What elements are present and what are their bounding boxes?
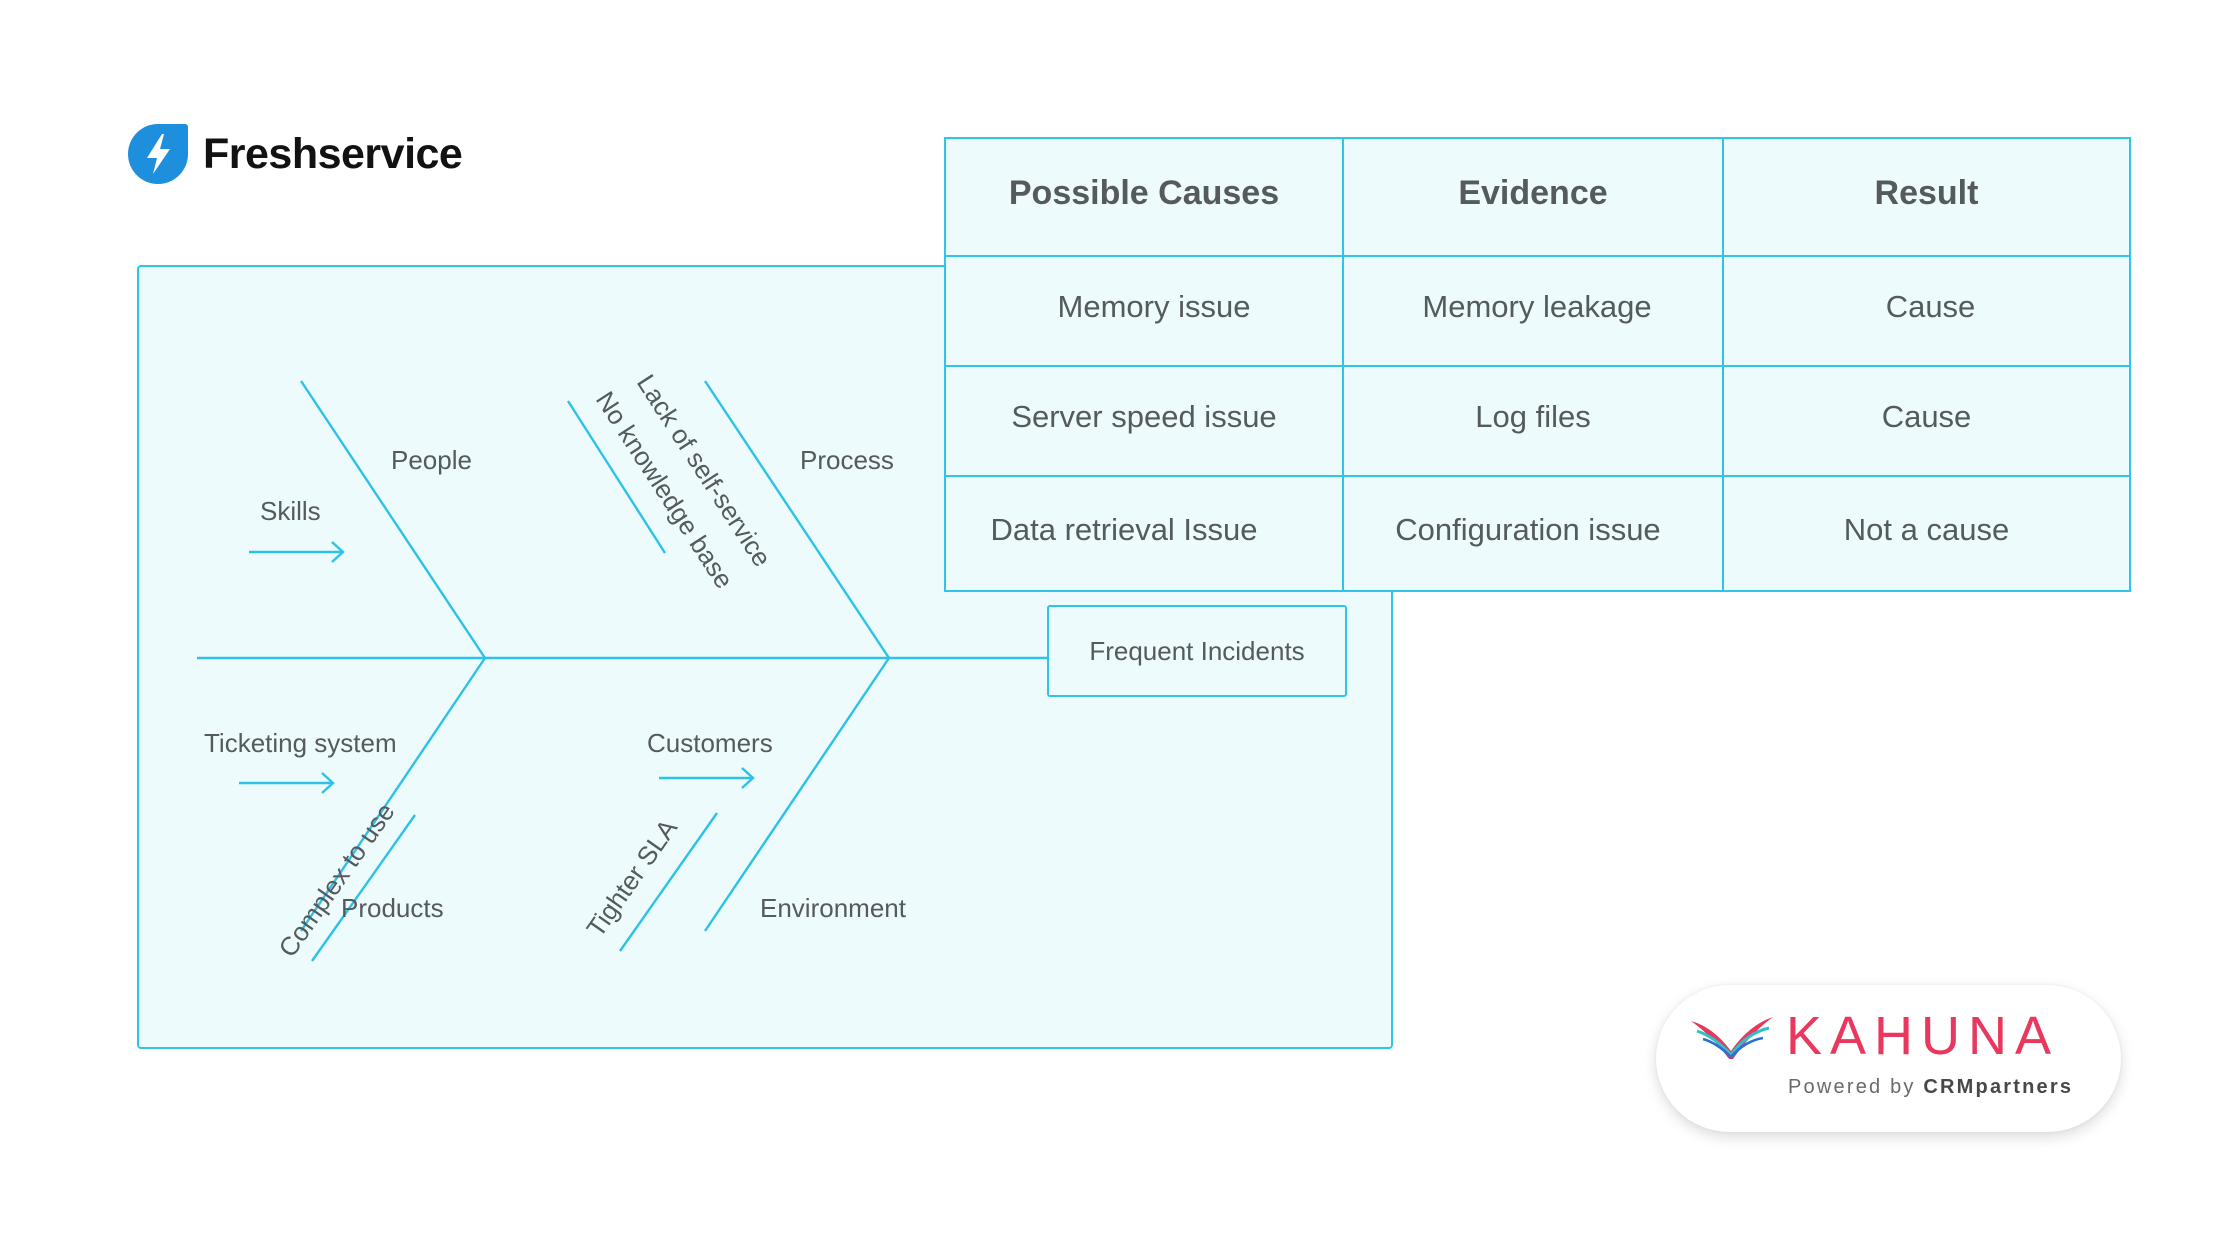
partner-name: KAHUNA	[1786, 1006, 2060, 1066]
effect-label: Frequent Incidents	[1089, 635, 1305, 666]
table-row: Data retrieval Issue Configuration issue…	[944, 475, 2131, 592]
bone-no-knowledge-base	[566, 400, 667, 554]
header-evidence: Evidence	[1342, 137, 1724, 257]
label-environment: Environment	[760, 893, 907, 923]
label-tighter-sla: Tighter SLA	[580, 813, 683, 942]
arrow-skills-head	[331, 541, 345, 563]
cell-cause: Data retrieval Issue	[944, 475, 1344, 592]
partner-tagline: Powered by CRMpartners	[1788, 1076, 2074, 1098]
cell-cause: Memory issue	[944, 255, 1344, 367]
freshservice-brand: Freshservice	[127, 122, 463, 186]
fishbone-lines: People Process Products Environment Skil…	[197, 369, 1051, 962]
label-products: Products	[341, 893, 444, 923]
table-row: Memory issue Memory leakage Cause	[944, 255, 2131, 367]
kahuna-wings-icon	[1691, 1017, 1773, 1059]
effect-box: Frequent Incidents	[1047, 605, 1347, 697]
freshservice-lightning-icon	[128, 124, 188, 184]
header-result: Result	[1722, 137, 2131, 257]
cell-evidence: Configuration issue	[1342, 475, 1724, 592]
arrow-customers-head	[741, 767, 755, 789]
label-ticketing-system: Ticketing system	[204, 728, 397, 758]
cell-evidence: Memory leakage	[1342, 255, 1724, 367]
label-process: Process	[800, 445, 894, 475]
bone-process	[704, 380, 890, 659]
partner-badge: KAHUNA Powered by CRMpartners	[1656, 985, 2121, 1132]
table-row: Server speed issue Log files Cause	[944, 365, 2131, 477]
bone-people	[300, 380, 486, 659]
brand-name: Freshservice	[203, 129, 463, 178]
root-cause-table: Possible Causes Evidence Result Memory i…	[944, 137, 2131, 592]
cell-evidence: Log files	[1342, 365, 1724, 477]
cell-cause: Server speed issue	[944, 365, 1344, 477]
label-customers: Customers	[647, 728, 773, 758]
cell-result: Not a cause	[1722, 475, 2131, 592]
table-header-row: Possible Causes Evidence Result	[944, 137, 2131, 257]
bone-tighter-sla	[619, 812, 718, 952]
cell-result: Cause	[1722, 365, 2131, 477]
cell-result: Cause	[1722, 255, 2131, 367]
bone-environment	[704, 657, 890, 932]
header-possible-causes: Possible Causes	[944, 137, 1344, 257]
arrow-ticketing-head	[321, 772, 335, 794]
label-people: People	[391, 445, 472, 475]
label-complex-to-use: Complex to use	[272, 797, 400, 962]
bone-products	[300, 657, 486, 932]
label-skills: Skills	[260, 496, 321, 526]
bone-complex-to-use	[311, 814, 416, 962]
